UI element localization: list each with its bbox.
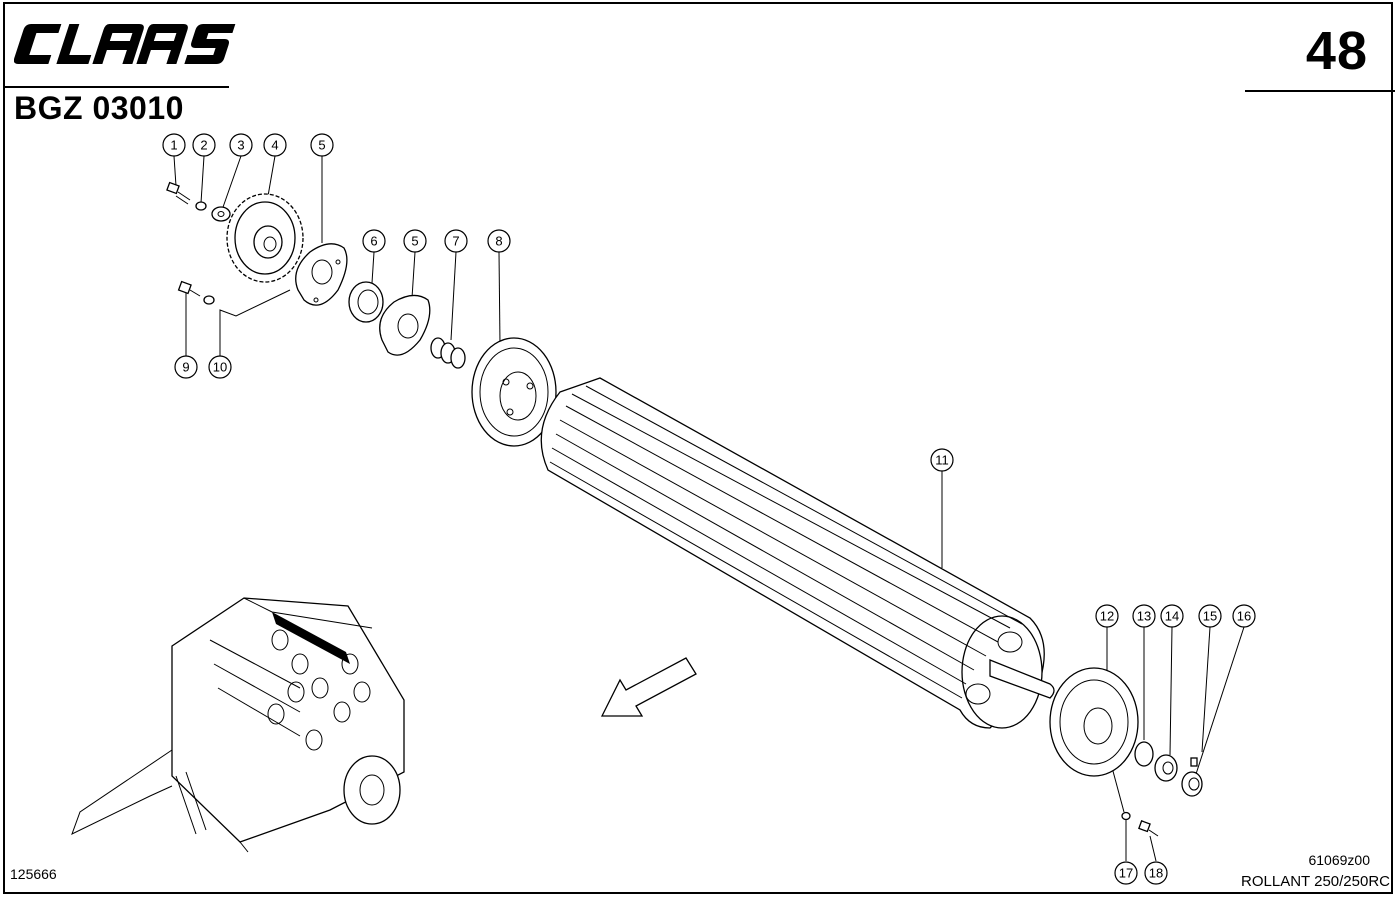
callout-5-second: 5 [403, 229, 427, 253]
callout-label: 4 [271, 138, 278, 153]
callout-label: 17 [1119, 866, 1133, 881]
callout-label: 16 [1237, 609, 1251, 624]
callout-16: 16 [1232, 604, 1256, 628]
callout-4: 4 [263, 133, 287, 157]
callout-17: 17 [1114, 861, 1138, 885]
callout-label: 1 [170, 138, 177, 153]
flange-part-5a [295, 243, 348, 306]
bolt-part-1 [166, 181, 191, 205]
callout-label: 5 [318, 138, 325, 153]
washer-part-13 [1134, 741, 1154, 767]
bolt-part-9 [177, 280, 201, 297]
flange-part-5b [379, 294, 431, 356]
page-number: 48 [1305, 21, 1368, 81]
header-divider-right [1245, 90, 1395, 92]
callout-group: 1 2 3 4 5 6 5 7 8 9 10 11 12 13 14 15 16… [162, 133, 1256, 885]
spring-washers-part-7 [430, 337, 466, 369]
washer-part-2 [195, 201, 207, 211]
callout-15: 15 [1198, 604, 1222, 628]
callout-18: 18 [1144, 861, 1168, 885]
callout-label: 6 [370, 234, 377, 249]
callout-label: 14 [1165, 609, 1179, 624]
washer-part-10 [203, 295, 215, 305]
roller-part-11 [540, 377, 1055, 729]
illustration-reference: 125666 [10, 866, 57, 882]
callout-14: 14 [1160, 604, 1184, 628]
callout-2: 2 [192, 133, 216, 157]
document-code: BGZ 03010 [14, 90, 184, 126]
callout-label: 5 [411, 234, 418, 249]
callout-label: 3 [237, 138, 244, 153]
end-disc-part-12 [1049, 667, 1139, 777]
header-divider-left [5, 86, 229, 88]
page-frame [3, 2, 1393, 894]
bearing-part-6 [348, 281, 384, 323]
callout-12: 12 [1095, 604, 1119, 628]
callout-label: 7 [452, 234, 459, 249]
callout-11: 11 [930, 448, 954, 472]
claas-logo [13, 22, 238, 71]
callout-9: 9 [174, 355, 198, 379]
model-name: ROLLANT 250/250RC [1241, 873, 1390, 890]
callout-label: 2 [200, 138, 207, 153]
sprocket-part-4 [226, 193, 304, 283]
callout-label: 18 [1149, 866, 1163, 881]
collar-part-16 [1181, 771, 1203, 797]
drawing-reference: 61069z00 [1308, 852, 1370, 868]
bearing-part-14 [1154, 754, 1178, 782]
callout-10: 10 [208, 355, 232, 379]
callout-8: 8 [487, 229, 511, 253]
callout-label: 12 [1100, 609, 1114, 624]
washer-part-17 [1121, 811, 1131, 821]
callout-5: 5 [310, 133, 334, 157]
callout-label: 15 [1203, 609, 1217, 624]
washer-part-3 [211, 206, 231, 222]
direction-arrow-icon [600, 657, 697, 717]
callout-6: 6 [362, 229, 386, 253]
baler-machine-illustration [71, 597, 405, 853]
callout-3: 3 [229, 133, 253, 157]
callout-label: 13 [1137, 609, 1151, 624]
leader-lines [173, 155, 1245, 862]
callout-7: 7 [444, 229, 468, 253]
callout-label: 9 [182, 360, 189, 375]
pin-part-15 [1190, 757, 1198, 767]
callout-label: 8 [495, 234, 502, 249]
callout-label: 10 [213, 360, 227, 375]
end-disc-part-8 [471, 337, 557, 447]
callout-13: 13 [1132, 604, 1156, 628]
callout-label: 11 [935, 453, 949, 468]
bolt-part-18 [1138, 820, 1159, 837]
callout-1: 1 [162, 133, 186, 157]
